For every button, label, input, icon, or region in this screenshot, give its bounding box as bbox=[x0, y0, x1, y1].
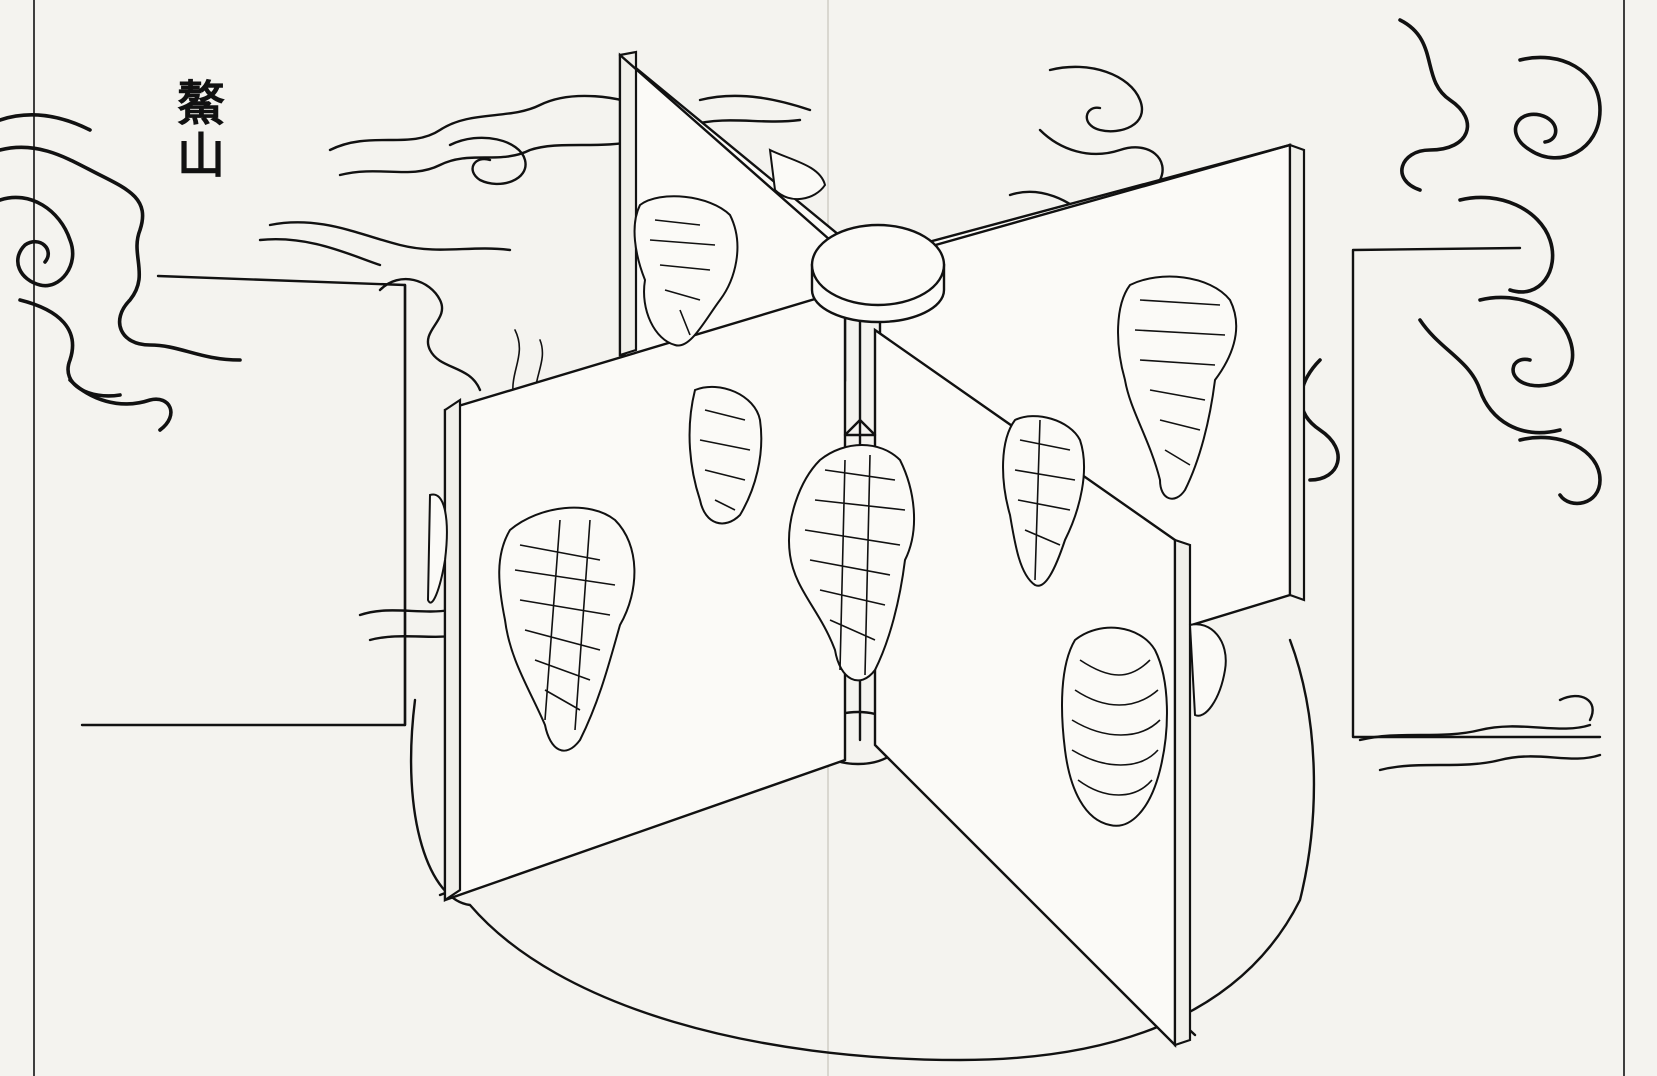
panel-front-left-edge bbox=[443, 397, 462, 903]
panel-front-right-edge bbox=[1173, 538, 1192, 1047]
top-hub bbox=[810, 223, 946, 324]
cloud-right bbox=[1299, 18, 1602, 506]
floating-rock-far-left-edge bbox=[426, 493, 448, 604]
top-beam-left bbox=[618, 53, 832, 242]
floating-rock-center-tower bbox=[788, 418, 915, 682]
floating-rock-center-small bbox=[688, 385, 763, 525]
floating-rock-back-left bbox=[633, 195, 739, 347]
top-beam-right bbox=[898, 143, 1292, 257]
cloud-bottom-right bbox=[1358, 694, 1602, 772]
floating-rock-right-upper bbox=[1117, 275, 1238, 500]
panel-back-left-edge bbox=[618, 50, 638, 357]
right-side-screen bbox=[1351, 246, 1602, 739]
title-caption: 鰲山 bbox=[168, 78, 224, 182]
floating-rock-upper-center bbox=[768, 148, 827, 201]
floating-rock-left-large bbox=[498, 506, 636, 752]
floating-rock-right-panel-mid bbox=[1002, 415, 1086, 587]
left-side-screen bbox=[80, 274, 407, 727]
panel-back-right-edge bbox=[1288, 143, 1306, 602]
floating-rock-far-right-edge bbox=[1188, 623, 1227, 717]
cloud-left bbox=[0, 113, 242, 432]
cloud-top-center bbox=[258, 94, 812, 392]
floating-rock-lower-right bbox=[1061, 626, 1168, 827]
